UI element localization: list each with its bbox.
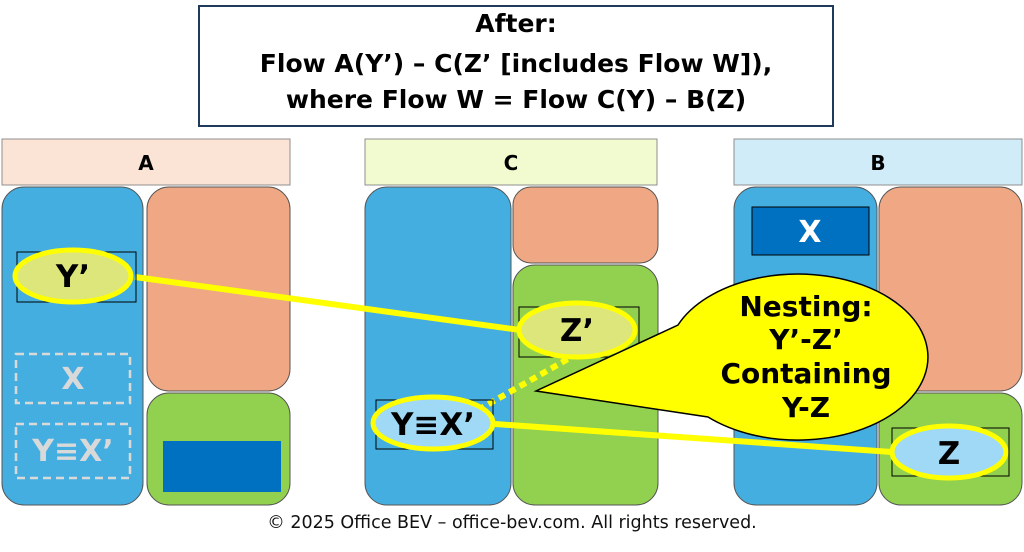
column-c-header (364, 138, 658, 186)
callout-line-1: Nesting: (739, 290, 872, 323)
c-yx-prime-label: Y≡X’ (390, 407, 475, 443)
b-x-box (751, 206, 870, 256)
a-dark-blue-box (163, 441, 281, 492)
title-line-1: After: (475, 9, 556, 38)
title-line-2: Flow A(Y’) – C(Z’ [includes Flow W]), (260, 49, 772, 78)
a-yx-ghost-label: Y≡X’ (31, 434, 113, 469)
a-x-ghost-label: X (61, 362, 84, 397)
column-b-label: B (870, 151, 885, 175)
a-x-ghost-box (14, 352, 132, 405)
callout-line-3: Containing (720, 357, 891, 390)
c-z-prime-label: Z’ (560, 313, 594, 349)
a-y-prime-label: Y’ (55, 259, 90, 295)
c-z-prime-ellipse (516, 300, 638, 360)
c-blue-panel (364, 186, 512, 506)
b-z-label: Z (938, 436, 960, 472)
callout-bubble (533, 273, 929, 441)
c-salmon-panel (512, 186, 659, 264)
column-b-header (733, 138, 1023, 186)
b-x-label: X (798, 215, 821, 250)
a-yx-ghost-box (14, 422, 132, 480)
column-a-header (1, 138, 291, 186)
column-c-label: C (504, 151, 519, 175)
title-box (198, 5, 834, 127)
callout-line-4: Y-Z (781, 391, 830, 424)
connector-yx-to-z-prime-dotted (476, 352, 577, 413)
c-yx-prime-ellipse (370, 394, 496, 452)
copyright-footer: © 2025 Office BEV – office-bev.com. All … (267, 513, 757, 533)
connector-yx-to-z (494, 421, 893, 455)
b-z-ellipse (889, 423, 1009, 481)
callout-line-2: Y’-Z’ (768, 323, 842, 356)
connector-y-prime-to-z-prime (134, 274, 521, 333)
a-y-prime-ellipse (12, 247, 134, 305)
column-a-label: A (138, 151, 154, 175)
title-line-3: where Flow W = Flow C(Y) – B(Z) (286, 85, 746, 114)
